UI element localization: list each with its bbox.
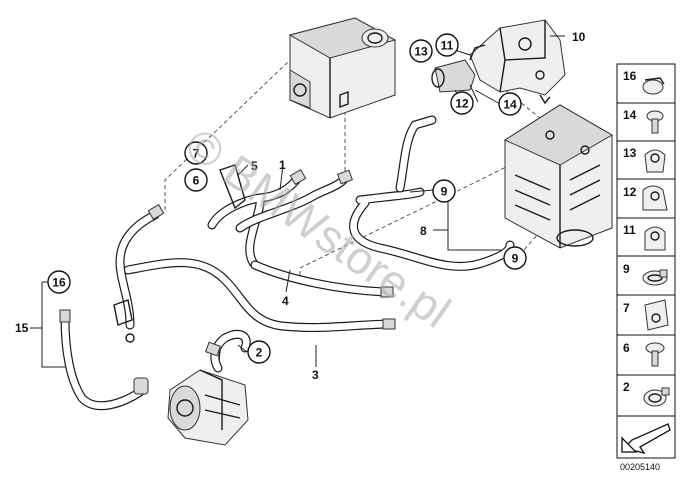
callout-9-upper: 9 — [432, 179, 456, 203]
callout-12: 12 — [450, 91, 474, 115]
hose-15 — [60, 210, 160, 411]
heat-exchanger — [503, 104, 614, 249]
callout-2: 2 — [247, 340, 271, 364]
legend-item-6: 6 — [623, 341, 665, 367]
bracket-assembly — [431, 19, 566, 105]
hose-main-3 — [123, 258, 393, 333]
callout-6: 6 — [184, 168, 208, 192]
svg-text:7: 7 — [623, 301, 630, 315]
legend-item-12: 12 — [623, 185, 668, 211]
svg-text:13: 13 — [414, 45, 428, 59]
callout-7: 7 — [184, 141, 208, 165]
expansion-tank — [288, 17, 397, 119]
callout-13: 13 — [409, 39, 433, 63]
legend-item-16: 16 — [623, 69, 665, 95]
legend-item-7: 7 — [623, 299, 669, 331]
svg-text:13: 13 — [623, 146, 637, 160]
svg-text:11: 11 — [441, 39, 454, 53]
callout-9-lower: 9 — [503, 246, 527, 270]
water-pump — [167, 349, 249, 446]
svg-text:14: 14 — [623, 108, 637, 122]
label-8: 8 — [420, 224, 427, 238]
svg-text:6: 6 — [193, 174, 200, 188]
label-1: 1 — [279, 158, 286, 172]
label-15: 15 — [15, 321, 29, 335]
callout-14: 14 — [498, 92, 522, 116]
hose-4 — [235, 173, 390, 297]
legend-item-2: 2 — [623, 380, 670, 407]
svg-text:9: 9 — [441, 185, 448, 199]
label-3: 3 — [312, 368, 319, 382]
svg-text:12: 12 — [623, 185, 637, 199]
label-5: 5 — [251, 159, 258, 173]
legend-panel: 16 14 13 12 11 9 — [616, 63, 676, 459]
label-4: 4 — [282, 294, 289, 308]
hose-8 — [349, 115, 515, 271]
svg-text:7: 7 — [193, 147, 200, 161]
svg-text:16: 16 — [52, 276, 66, 290]
callout-11: 11 — [435, 33, 459, 57]
svg-text:12: 12 — [455, 97, 469, 111]
leader-lines — [30, 35, 565, 368]
legend-item-13: 13 — [623, 146, 666, 173]
callout-16: 16 — [47, 270, 71, 294]
hose-1 — [207, 173, 303, 270]
reference-number: 00205140 — [620, 462, 660, 472]
legend-item-9: 9 — [623, 262, 668, 286]
svg-text:16: 16 — [623, 69, 637, 83]
legend-item-11: 11 — [623, 223, 666, 251]
svg-text:2: 2 — [256, 346, 263, 360]
svg-text:2: 2 — [623, 380, 630, 394]
label-10: 10 — [572, 30, 586, 44]
legend-arrow-icon — [621, 423, 671, 455]
svg-text:11: 11 — [623, 223, 636, 237]
watermark: © BMWstore.pl — [176, 118, 460, 338]
hose-clamps — [59, 164, 396, 395]
svg-text:9: 9 — [623, 262, 630, 276]
svg-text:9: 9 — [512, 252, 519, 266]
svg-text:14: 14 — [503, 98, 517, 112]
hose-pump-link — [210, 329, 251, 373]
legend-item-14: 14 — [623, 108, 664, 134]
svg-text:6: 6 — [623, 341, 630, 355]
part-labels: 1 3 4 5 8 10 15 — [15, 30, 586, 382]
